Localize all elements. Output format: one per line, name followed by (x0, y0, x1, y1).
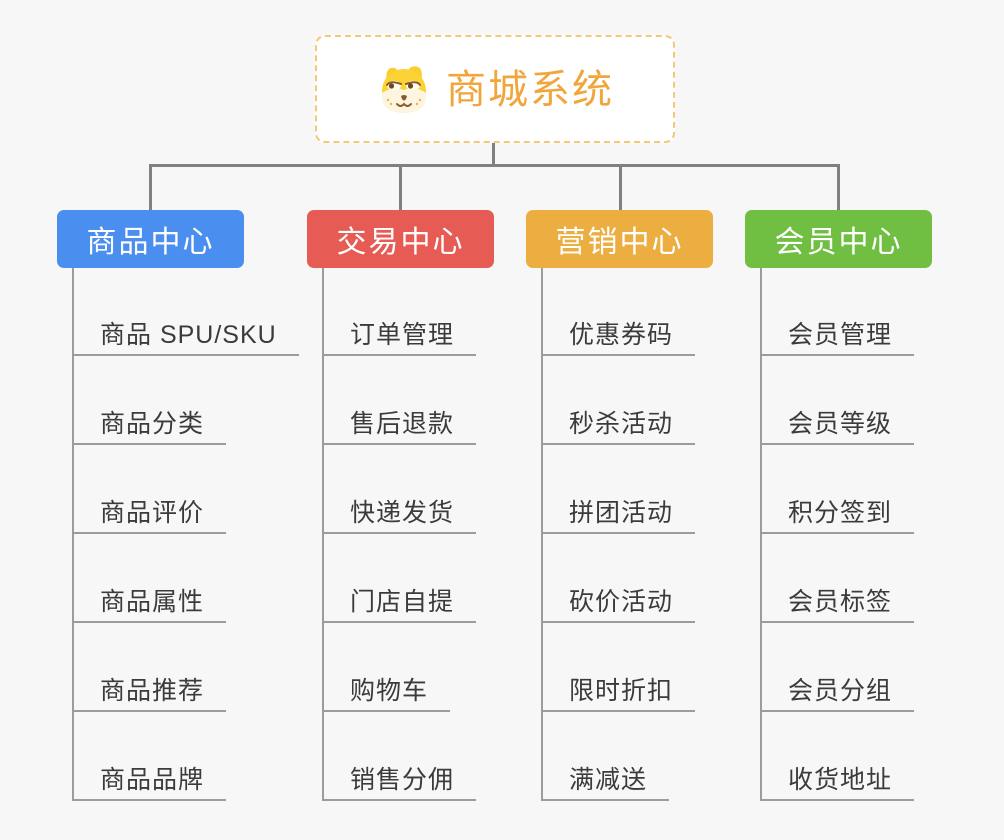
branch-spine-2 (322, 268, 324, 801)
root-node-mall-system[interactable]: 商城系统 (315, 35, 675, 143)
leaf-node-product-category[interactable]: 商品分类 (72, 403, 227, 445)
leaf-node-member-management[interactable]: 会员管理 (760, 314, 915, 356)
leaf-node-aftersale-refund[interactable]: 售后退款 (322, 403, 477, 445)
root-title: 商城系统 (446, 68, 614, 112)
leaf-node-coupon-code[interactable]: 优惠券码 (541, 314, 696, 356)
leaf-node-member-tag[interactable]: 会员标签 (760, 581, 915, 623)
branch-spine-3 (541, 268, 543, 801)
connector-trunk (149, 164, 840, 167)
leaf-node-product-attribute[interactable]: 商品属性 (72, 581, 227, 623)
leaf-node-points-checkin[interactable]: 积分签到 (760, 492, 915, 534)
connector-drop-1 (149, 164, 152, 212)
leaf-node-product-recommend[interactable]: 商品推荐 (72, 670, 227, 712)
branch-label: 交易中心 (336, 226, 465, 259)
connector-root-stub (492, 141, 495, 166)
leaf-node-sales-commission[interactable]: 销售分佣 (322, 759, 477, 801)
connector-drop-4 (837, 164, 840, 212)
leaf-node-full-reduction[interactable]: 满减送 (541, 759, 670, 801)
branch-label: 营销中心 (555, 226, 684, 259)
leaf-node-shipping-address[interactable]: 收货地址 (760, 759, 915, 801)
leaf-node-limited-time-discount[interactable]: 限时折扣 (541, 670, 696, 712)
leaf-node-group-buy[interactable]: 拼团活动 (541, 492, 696, 534)
branch-spine-4 (760, 268, 762, 801)
dog-mascot-icon (376, 63, 432, 115)
leaf-node-bargain-activity[interactable]: 砍价活动 (541, 581, 696, 623)
branch-node-member-center[interactable]: 会员中心 (745, 210, 932, 268)
leaf-node-product-spu-sku[interactable]: 商品 SPU/SKU (72, 314, 299, 356)
leaf-node-shopping-cart[interactable]: 购物车 (322, 670, 451, 712)
connector-drop-3 (619, 164, 622, 212)
branch-node-product-center[interactable]: 商品中心 (57, 210, 244, 268)
connector-drop-2 (399, 164, 402, 212)
branch-node-marketing-center[interactable]: 营销中心 (526, 210, 713, 268)
leaf-node-member-group[interactable]: 会员分组 (760, 670, 915, 712)
branch-node-trade-center[interactable]: 交易中心 (307, 210, 494, 268)
branch-spine-1 (72, 268, 74, 801)
leaf-node-product-brand[interactable]: 商品品牌 (72, 759, 227, 801)
leaf-node-store-pickup[interactable]: 门店自提 (322, 581, 477, 623)
leaf-node-product-review[interactable]: 商品评价 (72, 492, 227, 534)
leaf-node-order-management[interactable]: 订单管理 (322, 314, 477, 356)
branch-label: 会员中心 (774, 226, 903, 259)
leaf-node-express-delivery[interactable]: 快递发货 (322, 492, 477, 534)
leaf-node-member-level[interactable]: 会员等级 (760, 403, 915, 445)
branch-label: 商品中心 (86, 226, 215, 259)
leaf-node-flash-sale[interactable]: 秒杀活动 (541, 403, 696, 445)
